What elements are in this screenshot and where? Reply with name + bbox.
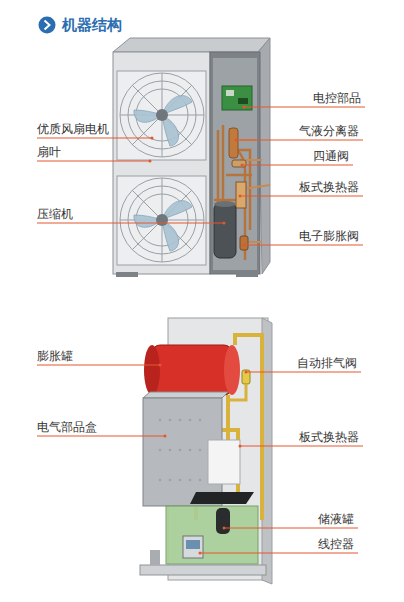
title-icon	[39, 17, 56, 34]
part-label: 四通阀	[313, 149, 349, 163]
leader-dot	[235, 139, 238, 142]
leader-line	[37, 161, 150, 162]
part-label: 压缩机	[37, 207, 73, 221]
leader-dot	[245, 371, 248, 374]
leader-dot	[164, 435, 167, 438]
leader-dot	[151, 137, 154, 140]
leader-dot	[159, 364, 162, 367]
leader-line	[246, 372, 361, 373]
title-icon-arrow	[45, 21, 50, 30]
indoor-unit	[140, 318, 272, 584]
leader-line	[37, 223, 224, 224]
part-label: 扇叶	[37, 145, 61, 159]
outdoor-unit	[113, 38, 270, 277]
part-label: 储液罐	[318, 512, 354, 526]
leader-dot	[243, 244, 246, 247]
leader-line	[244, 245, 363, 246]
leader-line	[37, 436, 165, 437]
leader-dot	[239, 445, 242, 448]
part-label: 自动排气阀	[297, 356, 357, 370]
leader-dot	[239, 195, 242, 198]
leader-line	[236, 140, 363, 141]
leader-line	[37, 138, 152, 139]
leader-dot	[223, 222, 226, 225]
leader-dot	[241, 164, 244, 167]
part-label: 优质风扇电机	[37, 122, 109, 136]
part-label: 电气部品盒	[37, 420, 97, 434]
page-title: 机器结构	[62, 16, 122, 34]
leader-dot	[223, 527, 226, 530]
part-label: 气液分离器	[299, 124, 359, 138]
part-label: 线控器	[318, 537, 354, 551]
leader-line	[244, 107, 365, 108]
leader-line	[224, 528, 358, 529]
part-label: 电子膨胀阀	[299, 229, 359, 243]
leader-line	[240, 446, 363, 447]
leader-dot	[149, 160, 152, 163]
part-label: 板式换热器	[299, 180, 359, 194]
leader-line	[240, 196, 363, 197]
leader-line	[200, 553, 358, 554]
leader-line	[242, 165, 353, 166]
leader-line	[37, 365, 160, 366]
part-label: 电控部品	[313, 91, 361, 105]
part-label: 膨胀罐	[37, 349, 73, 363]
leader-dot	[243, 106, 246, 109]
part-label: 板式换热器	[299, 430, 359, 444]
leader-dot	[199, 552, 202, 555]
